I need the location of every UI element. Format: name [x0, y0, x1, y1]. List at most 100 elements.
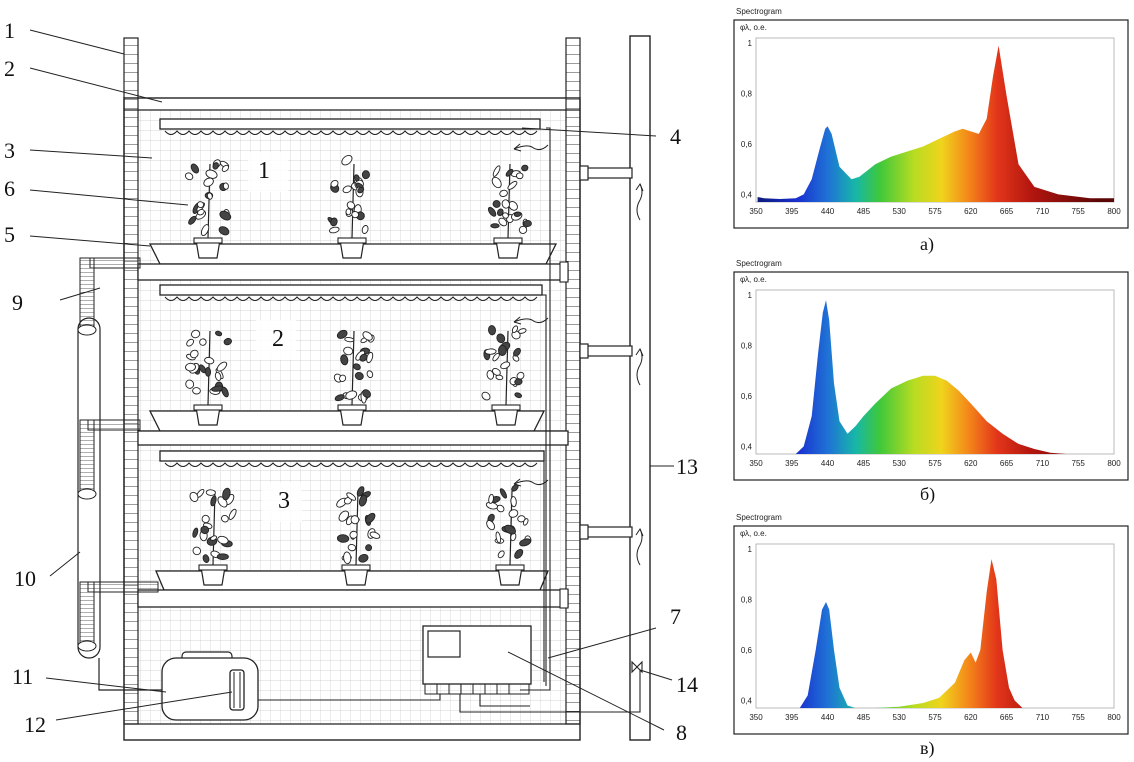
plant	[327, 154, 370, 259]
callout-5: 5	[4, 222, 15, 247]
y-axis-label: φλ, o.e.	[740, 23, 767, 32]
shelf-number-1: 1	[258, 158, 270, 184]
y-axis-label: φλ, o.e.	[740, 529, 767, 538]
led-lamp-shelf-3	[159, 450, 545, 467]
x-tick-label: 395	[785, 207, 799, 216]
x-tick-label: 755	[1072, 207, 1086, 216]
x-tick-label: 800	[1107, 713, 1121, 722]
x-tick-label: 665	[1000, 207, 1014, 216]
panel-caption-c: в)	[920, 738, 935, 759]
spectrum-area	[795, 300, 1067, 454]
callout-13: 13	[676, 454, 698, 479]
plant	[336, 486, 381, 586]
spectrograms: Spectrogram φλ, o.e. 0,4 0,6 0,8 1 350 395 440 48…	[733, 7, 1129, 735]
callout-6: 6	[4, 176, 15, 201]
x-tick-label: 350	[749, 459, 763, 468]
wiring	[258, 127, 641, 713]
x-tick-label: 485	[857, 459, 871, 468]
pump	[229, 669, 245, 711]
y-tick-label: 0,4	[741, 190, 753, 199]
led-lamp-shelf-2	[159, 284, 543, 301]
callout-10: 10	[14, 566, 36, 591]
rack-diagram: 1 2 3	[4, 18, 698, 745]
plant	[485, 484, 532, 586]
spectrogram-panel-2: Spectrogram φλ, o.e. 0,4 0,6 0,8 1 350 395 440 48…	[733, 259, 1129, 481]
y-tick-label: 0,6	[741, 646, 753, 655]
y-axis-label: φλ, o.e.	[740, 275, 767, 284]
spectrum-area	[799, 559, 1023, 708]
spectrogram-title: Spectrogram	[736, 7, 782, 16]
air-duct	[629, 35, 651, 741]
control-unit	[422, 625, 532, 695]
y-tick-label: 0,4	[741, 696, 753, 705]
x-tick-label: 800	[1107, 207, 1121, 216]
x-tick-label: 485	[857, 207, 871, 216]
led-lamp-shelf-1	[159, 118, 541, 135]
callout-3: 3	[4, 138, 15, 163]
airflow-arrows-inside	[513, 143, 549, 487]
callout-2: 2	[4, 56, 15, 81]
y-tick-label: 1	[748, 39, 753, 48]
panel-caption-a: а)	[920, 234, 934, 255]
x-tick-label: 755	[1072, 459, 1086, 468]
x-tick-label: 395	[785, 459, 799, 468]
plant	[184, 159, 232, 259]
callout-11: 11	[12, 664, 33, 689]
x-tick-label: 530	[893, 459, 907, 468]
x-tick-label: 485	[857, 713, 871, 722]
panel-caption-b: б)	[920, 484, 935, 505]
plant	[487, 163, 532, 259]
x-tick-label: 800	[1107, 459, 1121, 468]
shelf-number-3: 3	[278, 488, 290, 514]
x-tick-label: 440	[821, 207, 835, 216]
spectrogram-title: Spectrogram	[736, 259, 782, 268]
x-tick-label: 575	[928, 459, 942, 468]
y-tick-label: 1	[748, 291, 753, 300]
spectrogram-title: Spectrogram	[736, 513, 782, 522]
x-tick-label: 575	[928, 713, 942, 722]
x-tick-label: 755	[1072, 713, 1086, 722]
x-tick-label: 530	[893, 207, 907, 216]
x-tick-label: 350	[749, 713, 763, 722]
valve	[631, 660, 643, 674]
x-tick-label: 395	[785, 713, 799, 722]
plant	[481, 325, 527, 426]
x-tick-label: 620	[964, 207, 978, 216]
x-tick-label: 665	[1000, 713, 1014, 722]
plants	[184, 154, 532, 586]
x-tick-label: 575	[928, 207, 942, 216]
callout-8: 8	[676, 720, 687, 745]
y-tick-label: 0,6	[741, 392, 753, 401]
x-tick-label: 440	[821, 459, 835, 468]
callout-12: 12	[24, 712, 46, 737]
shelf-number-2: 2	[272, 326, 284, 352]
spectrum-area	[757, 45, 1114, 202]
leader-lines	[29, 29, 674, 731]
right-ladder-post	[565, 37, 581, 725]
airflow-arrows-duct	[635, 182, 644, 566]
y-tick-label: 0,6	[741, 140, 753, 149]
left-ladder-post	[123, 37, 139, 725]
x-tick-label: 710	[1036, 459, 1050, 468]
plant	[333, 329, 375, 426]
x-tick-label: 530	[893, 713, 907, 722]
x-tick-label: 620	[964, 459, 978, 468]
y-tick-label: 0,4	[741, 442, 753, 451]
callout-9: 9	[12, 290, 23, 315]
y-tick-label: 0,8	[741, 342, 753, 351]
drain-hoses	[77, 257, 162, 691]
callout-14: 14	[676, 672, 698, 697]
water-tank	[161, 651, 259, 721]
callout-7: 7	[670, 604, 681, 629]
plant	[189, 487, 237, 586]
x-tick-label: 440	[821, 713, 835, 722]
rack-frame	[123, 97, 581, 741]
x-tick-label: 710	[1036, 207, 1050, 216]
y-tick-label: 1	[748, 545, 753, 554]
x-tick-label: 665	[1000, 459, 1014, 468]
callout-4: 4	[670, 124, 681, 149]
y-tick-label: 0,8	[741, 90, 753, 99]
